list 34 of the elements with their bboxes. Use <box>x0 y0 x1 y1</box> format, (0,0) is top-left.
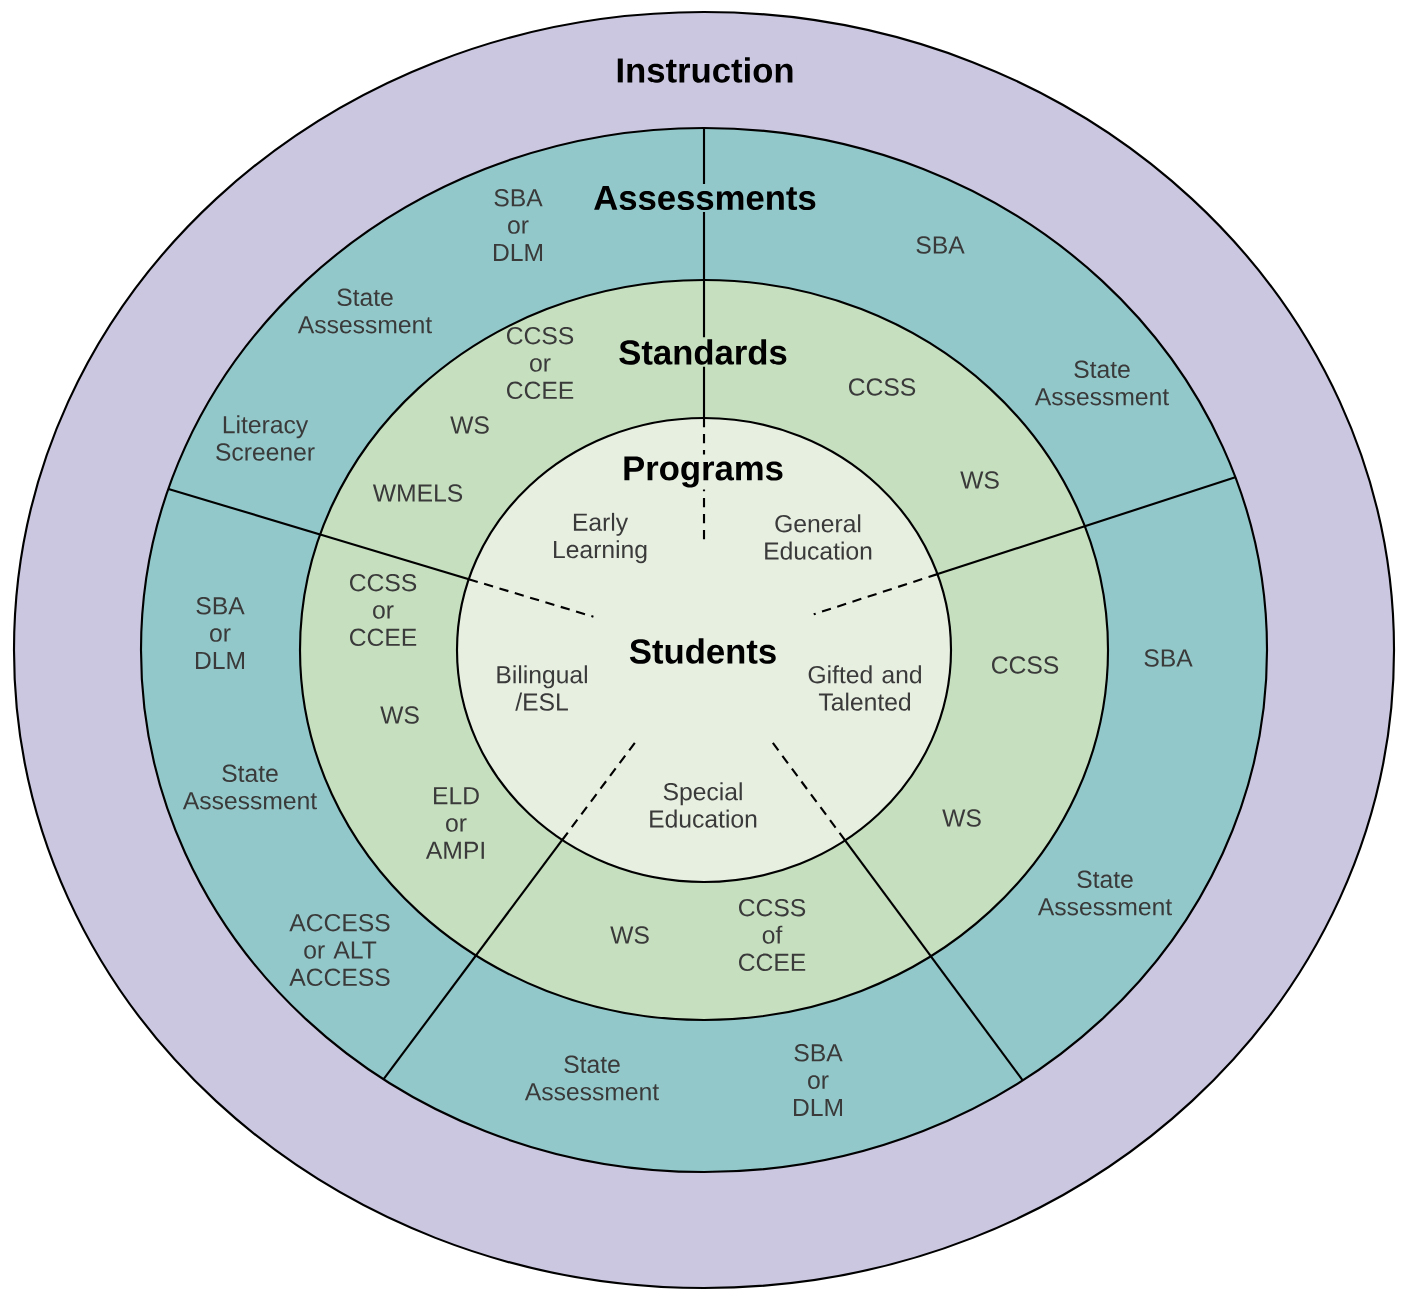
sector-label: ELD or AMPI <box>425 787 484 859</box>
sector-label: WMELS <box>372 484 463 502</box>
sector-label: State Assessment <box>524 1055 659 1101</box>
sector-label: State Assessment <box>297 288 432 334</box>
sector-label: SBA or DLM <box>794 1044 843 1116</box>
sector-label: WS <box>610 926 649 944</box>
sector-label: Bilingual /ESL <box>497 665 587 711</box>
ring-heading: Students <box>626 636 780 666</box>
sector-label: CCSS or CCEE <box>350 573 417 647</box>
ring-heading: Assessments <box>591 183 819 213</box>
sector-label: Gifted and Talented <box>808 665 921 711</box>
ring-heading: Instruction <box>613 55 797 85</box>
sector-label: SBA <box>916 236 965 254</box>
sector-label: SBA or DLM <box>196 597 245 669</box>
sector-label: State Assessment <box>182 764 317 810</box>
sector-label: WS <box>380 706 419 724</box>
sector-label: CCSS <box>849 378 916 396</box>
sector-label: State Assessment <box>1037 870 1172 916</box>
sector-label: WS <box>942 809 981 827</box>
sector-label: SBA or DLM <box>494 189 543 261</box>
sector-label: WS <box>450 416 489 434</box>
sector-label: General Education <box>765 514 872 560</box>
sector-label: CCSS of CCEE <box>739 898 806 972</box>
sector-label: CCSS <box>992 656 1059 674</box>
sector-label: Literacy Screener <box>216 415 315 461</box>
ring-heading: Standards <box>616 337 790 367</box>
sector-label: ACCESS or ALT ACCESS <box>289 913 390 987</box>
sector-label: SBA <box>1144 649 1193 667</box>
sector-label: CCSS or CCEE <box>507 326 574 400</box>
sector-label: Special Education <box>650 782 757 828</box>
ring-heading: Programs <box>620 454 786 490</box>
sector-label: Early Learning <box>554 512 647 564</box>
sector-label: WS <box>960 471 999 489</box>
sector-label: State Assessment <box>1034 360 1169 406</box>
